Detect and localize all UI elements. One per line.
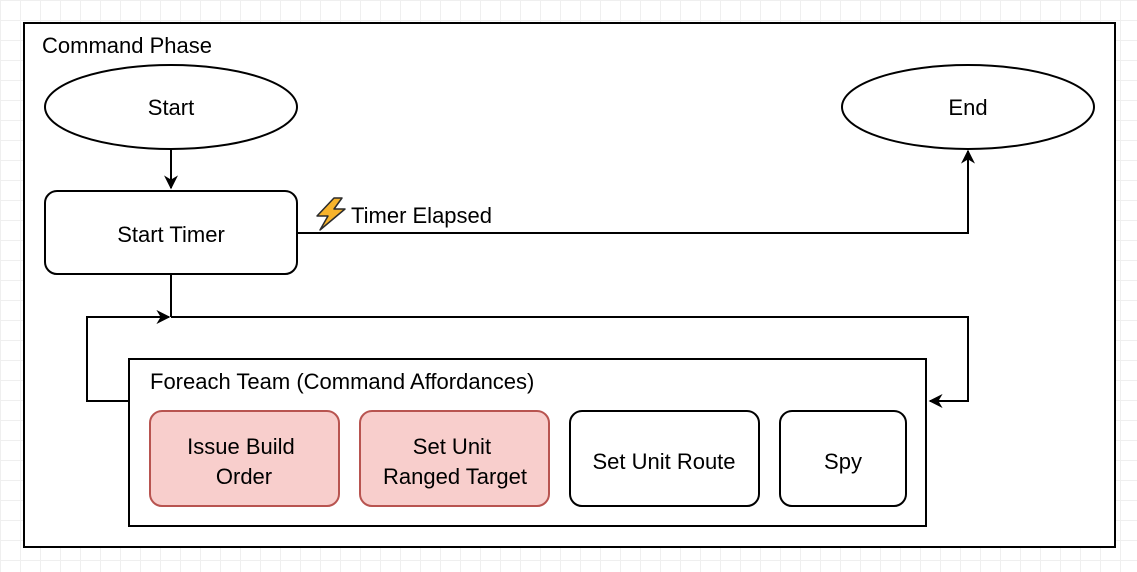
set-unit-ranged-target-line-1: Set Unit (413, 434, 491, 459)
set-unit-route-label: Set Unit Route (592, 449, 735, 474)
end-node-label: End (948, 95, 987, 120)
end-node[interactable]: End (841, 64, 1095, 150)
spy-label: Spy (824, 449, 862, 474)
command-phase-label: Command Phase (42, 33, 212, 58)
start-timer-node[interactable]: Start Timer (44, 190, 298, 275)
edge-loop-back (86, 310, 171, 402)
start-timer-label: Start Timer (117, 222, 225, 247)
timer-elapsed-label: Timer Elapsed (351, 203, 492, 228)
set-unit-ranged-target-node[interactable]: Set Unit Ranged Target (359, 410, 550, 507)
start-node[interactable]: Start (44, 64, 298, 150)
start-node-label: Start (148, 95, 194, 120)
edge-timer-elapsed-to-end (297, 149, 975, 234)
set-unit-ranged-target-line-2: Ranged Target (383, 464, 527, 489)
set-unit-route-node[interactable]: Set Unit Route (569, 410, 760, 507)
timer-elapsed-edge-label: Timer Elapsed (316, 197, 492, 231)
set-unit-ranged-target-label: Set Unit Ranged Target (383, 434, 527, 489)
issue-build-order-line-2: Order (216, 464, 272, 489)
foreach-team-label: Foreach Team (Command Affordances) (150, 369, 534, 394)
issue-build-order-node[interactable]: Issue Build Order (149, 410, 340, 507)
spy-node[interactable]: Spy (779, 410, 907, 507)
issue-build-order-label: Issue Build Order (187, 434, 301, 489)
lightning-bolt-icon (316, 197, 346, 231)
edge-loop-into-foreach (171, 316, 969, 408)
issue-build-order-line-1: Issue Build (187, 434, 295, 459)
